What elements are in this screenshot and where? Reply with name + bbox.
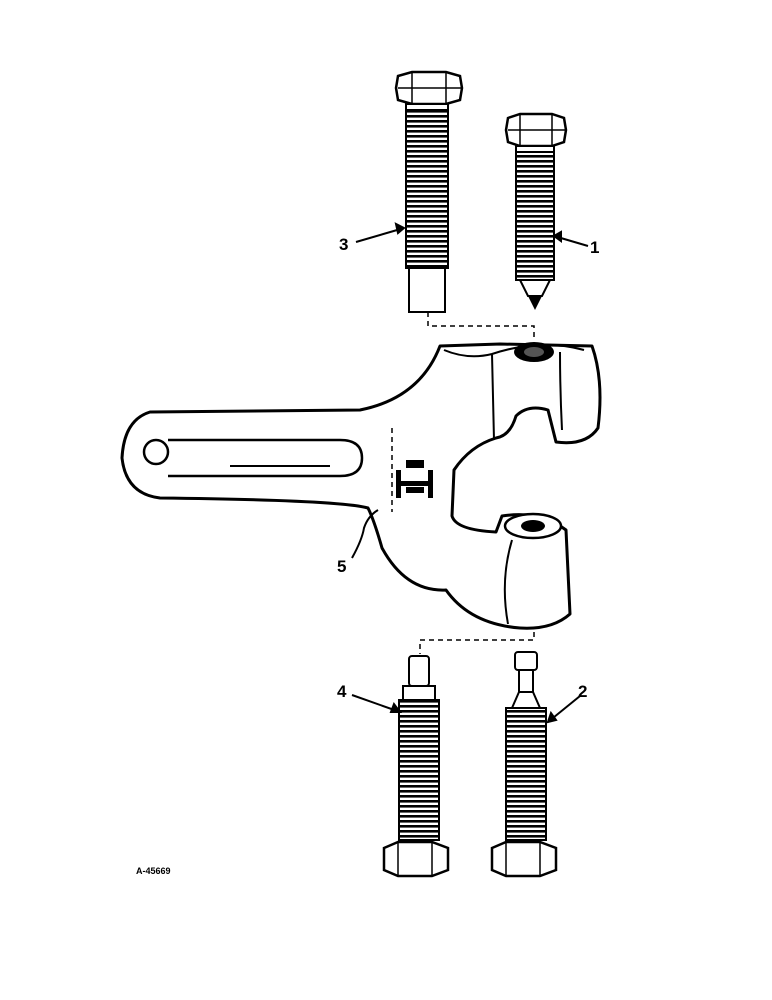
part-5-tool-body (120, 342, 602, 630)
callout-part-1: 1 (590, 238, 599, 257)
part-3-bolt (394, 70, 464, 313)
assembly-lines (419, 312, 535, 654)
part-2-screw (490, 651, 558, 878)
logo-mark (396, 460, 433, 498)
figure-reference-number: A-45669 (136, 866, 171, 876)
part-4-screw (382, 655, 450, 878)
callout-part-2: 2 (578, 682, 587, 701)
part-1-bolt (504, 112, 568, 310)
leader-lines (351, 222, 589, 724)
callout-part-3: 3 (339, 235, 348, 254)
callout-part-4: 4 (337, 682, 347, 701)
callout-part-5: 5 (337, 557, 346, 576)
